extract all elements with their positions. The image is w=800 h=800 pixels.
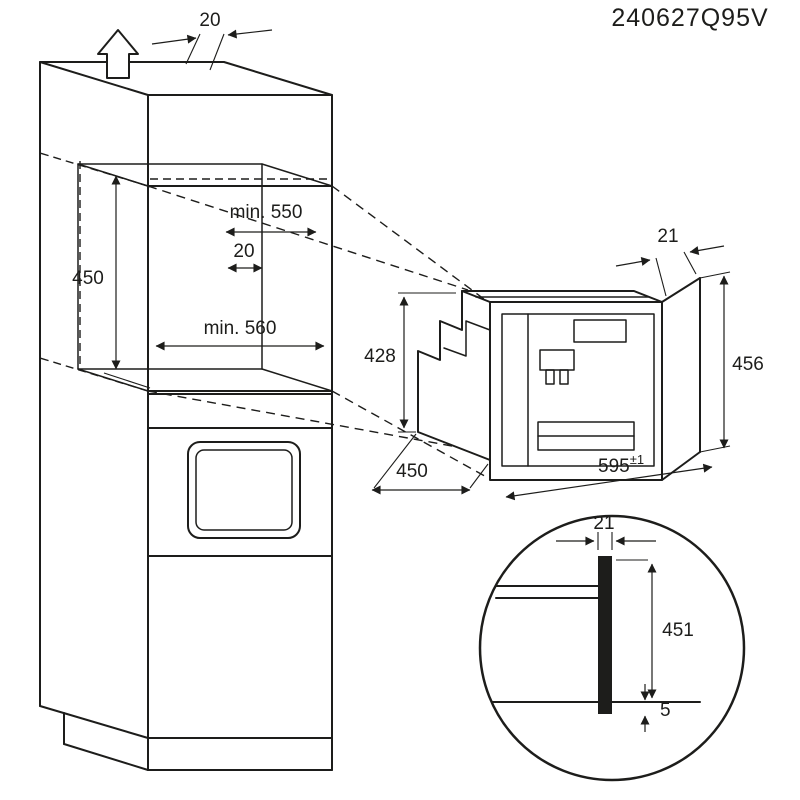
- dim-top-gap-label: 20: [199, 10, 220, 31]
- dimension-body-height: 428: [364, 292, 456, 433]
- airflow-up-arrow-icon: [97, 29, 139, 79]
- oven-door-window: [187, 441, 301, 539]
- dimension-back-gap: 20: [227, 241, 263, 273]
- dim-niche-height-label: 450: [72, 268, 104, 289]
- detail-circle-outline: [478, 514, 746, 782]
- dim-body-depth-label: 450: [396, 461, 428, 482]
- dimension-body-depth: 450: [371, 433, 489, 495]
- side-step-profile: [443, 320, 491, 357]
- dimension-top-gap: 20: [151, 10, 273, 71]
- cabinet-drawing: 20 min. 550 20 450 min. 560: [39, 10, 333, 771]
- dimension-detail-inner-height: 451: [616, 559, 694, 699]
- dimension-width: 595±1: [505, 452, 713, 501]
- dim-body-height-label: 428: [364, 346, 396, 367]
- frame-profile-bar: [598, 556, 612, 714]
- dim-frame-overlap-label: 21: [657, 226, 678, 247]
- plinth: [63, 712, 333, 771]
- dimension-frame-overlap: 21: [615, 226, 725, 297]
- dimension-niche-width: min. 560: [155, 318, 325, 351]
- dimension-front-height: 456: [699, 271, 764, 453]
- dimension-niche-depth: min. 550: [225, 202, 317, 237]
- detail-circle: 21 451 5: [478, 513, 746, 782]
- appliance-drawing: 21 456 428 450 595±1: [364, 226, 764, 501]
- dim-niche-depth-label: min. 550: [230, 202, 303, 223]
- display-window: [573, 319, 627, 343]
- dim-niche-width-label: min. 560: [204, 318, 277, 339]
- dim-front-height-label: 456: [732, 354, 764, 375]
- dim-detail-inner-height-label: 451: [662, 620, 694, 641]
- dimension-niche-height: 450: [72, 171, 151, 389]
- dimension-detail-frame-width: 21: [556, 513, 656, 550]
- frame-inner-outline: [501, 313, 655, 467]
- coffee-dispenser: [539, 349, 575, 385]
- dim-width-label: 595±1: [598, 452, 644, 477]
- dimension-detail-bottom-gap: 5: [640, 684, 671, 732]
- dim-back-gap-label: 20: [233, 241, 254, 262]
- dim-detail-frame-width-label: 21: [593, 513, 614, 534]
- appliance-front-details: [501, 313, 655, 467]
- projection-lines: [147, 185, 491, 480]
- cabinet-outline: [39, 61, 333, 739]
- drawing-number: 240627Q95V: [611, 4, 768, 32]
- cabinet-panel-lines: [491, 585, 701, 703]
- drip-tray: [537, 421, 635, 451]
- dim-detail-bottom-gap-label: 5: [660, 700, 671, 721]
